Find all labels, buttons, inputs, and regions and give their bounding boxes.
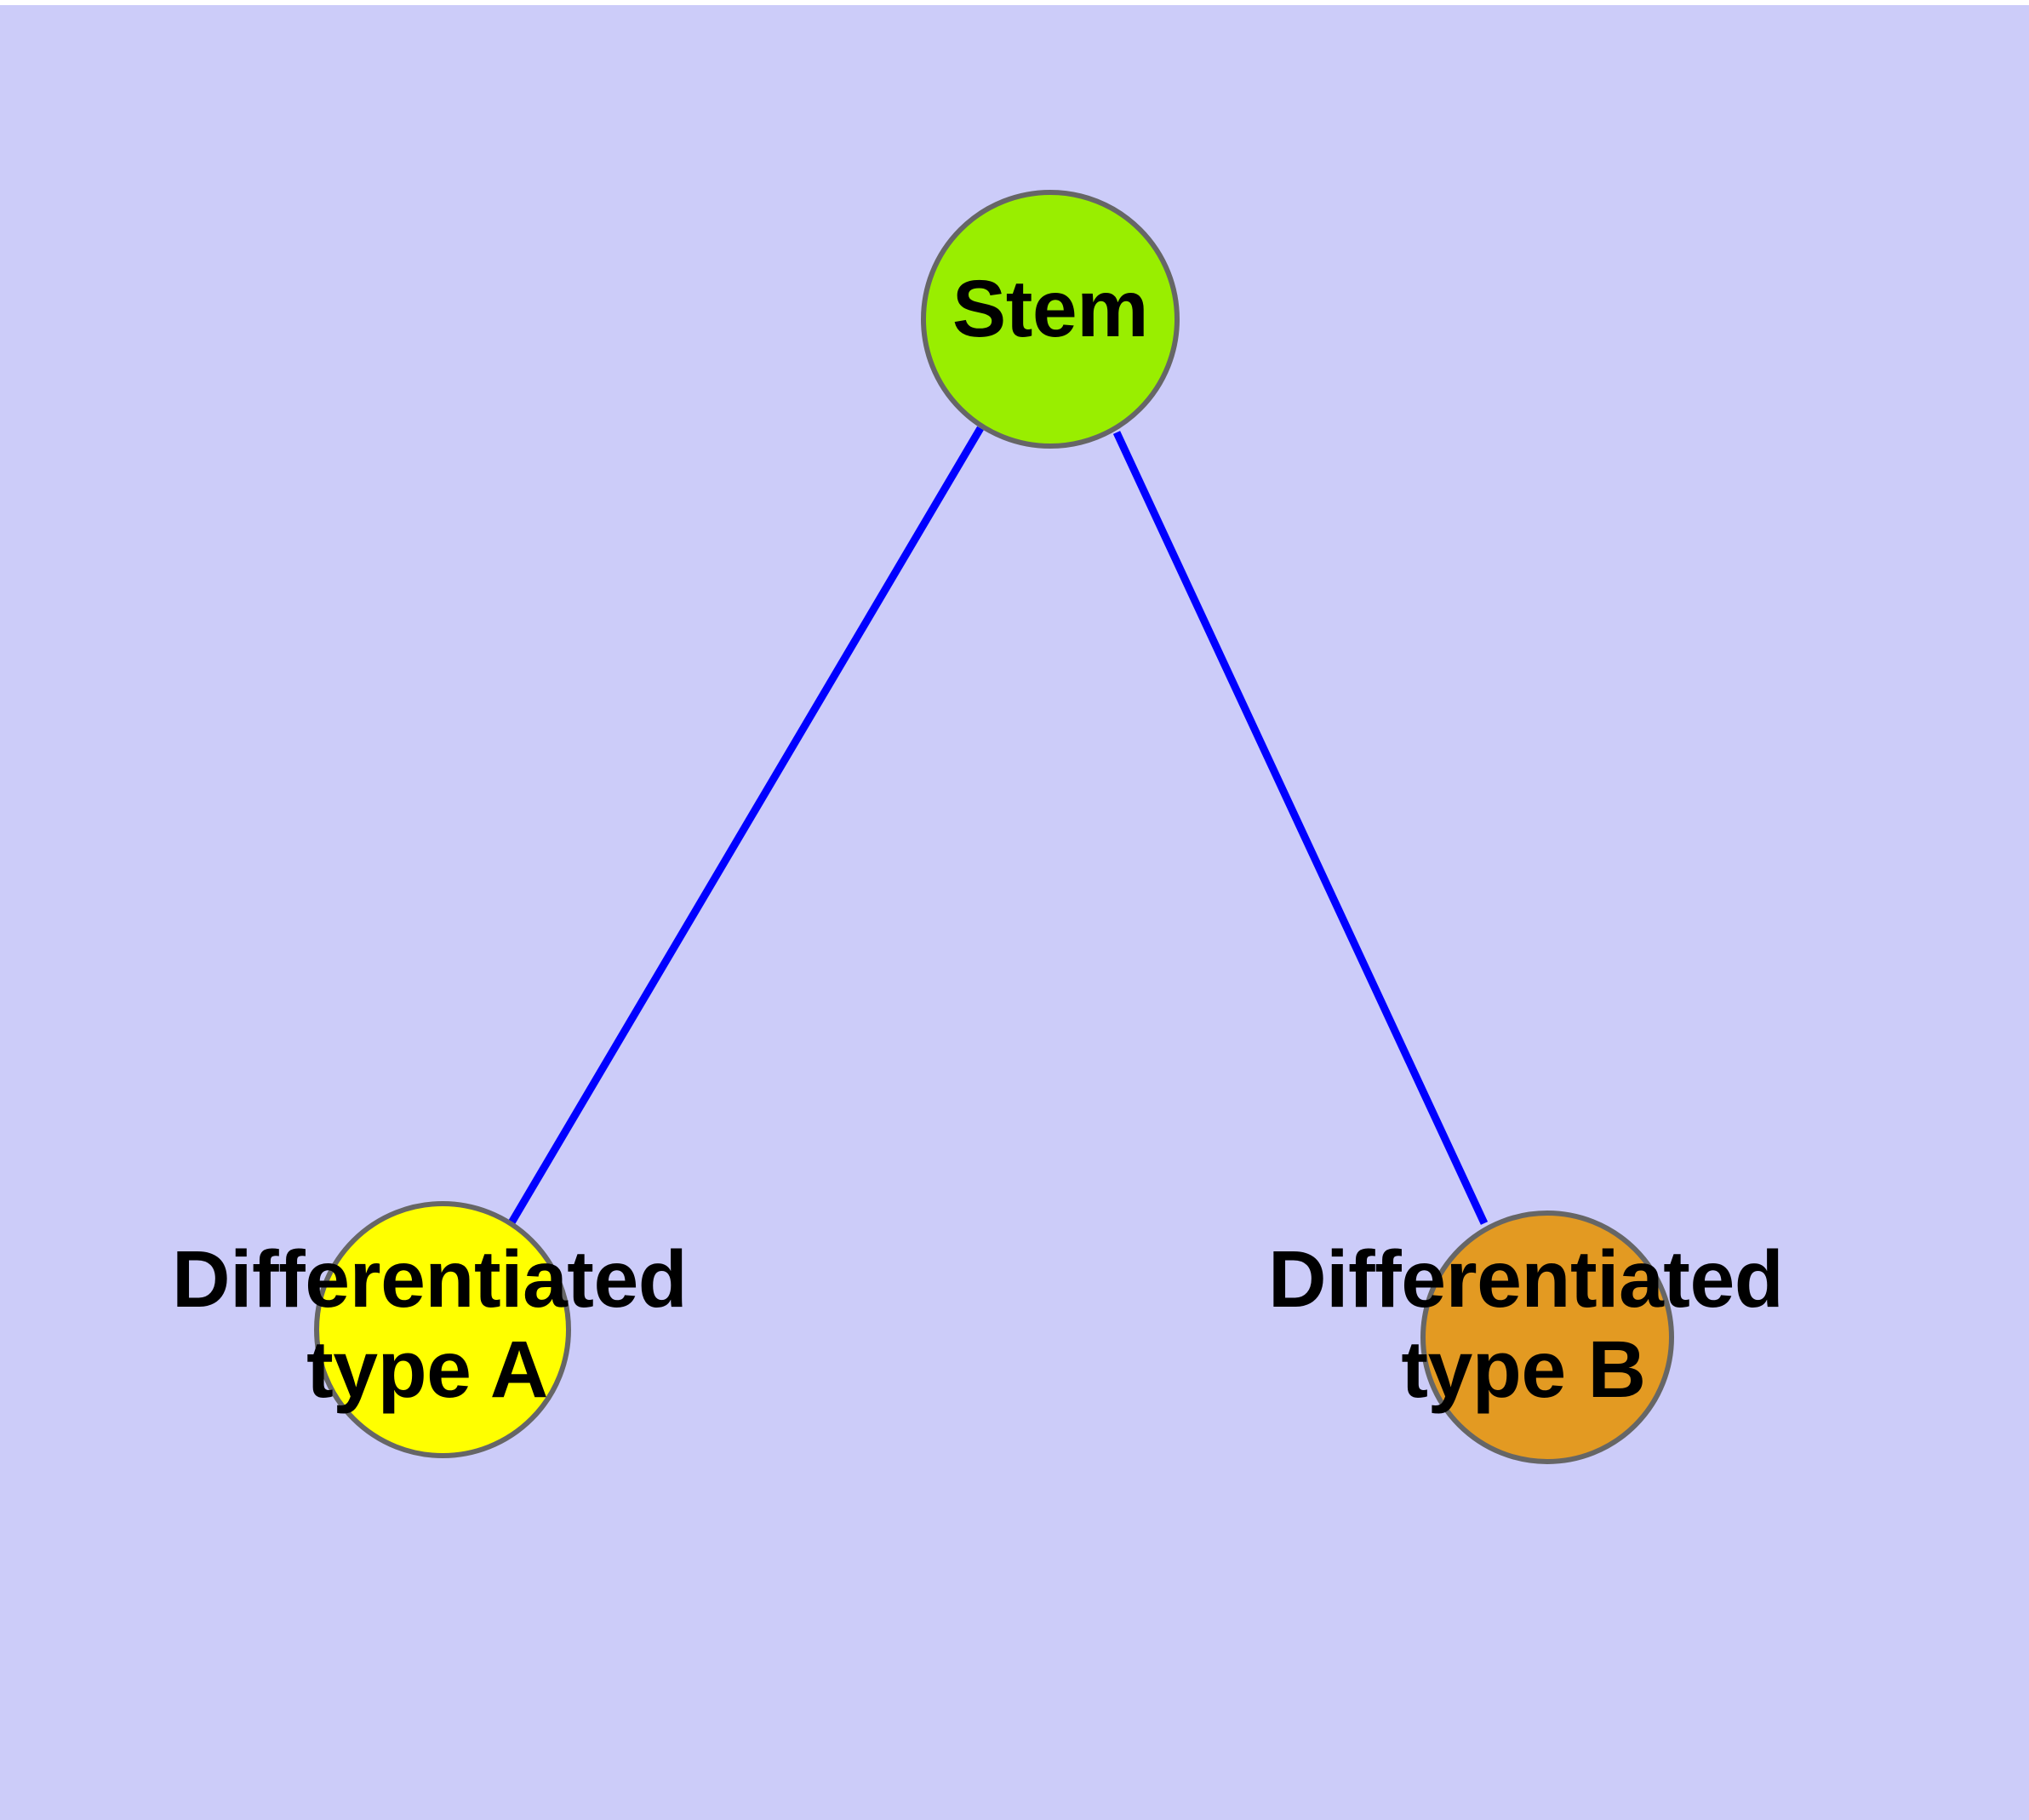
node-layer [314, 190, 1674, 1464]
edge-layer [507, 426, 1489, 1227]
edge-stem-to-differentiated-type-a [507, 426, 984, 1227]
edge-stem-to-differentiated-type-b [1112, 431, 1489, 1225]
node-differentiated-type-a[interactable] [314, 1201, 571, 1458]
node-stem[interactable] [921, 190, 1180, 449]
node-differentiated-type-b[interactable] [1420, 1210, 1674, 1464]
